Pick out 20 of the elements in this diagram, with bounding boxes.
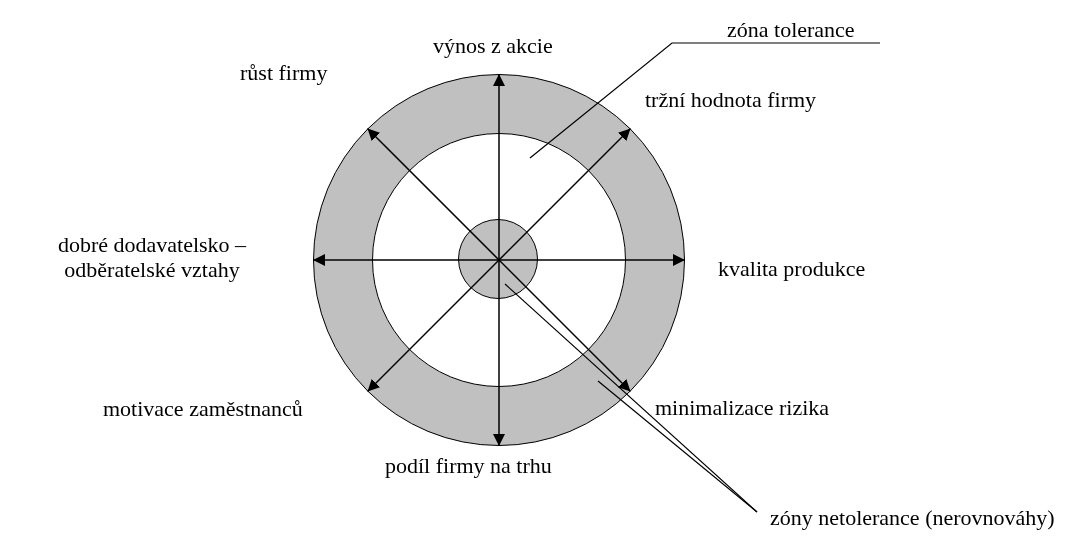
arrow xyxy=(312,254,500,266)
callout-label: zóna tolerance xyxy=(727,17,855,42)
factor-label: dobré dodavatelsko – odběratelské vztahy xyxy=(2,232,302,282)
factor-label: motivace zaměstnanců xyxy=(103,396,303,421)
factor-label: podíl firmy na trhu xyxy=(385,453,552,478)
arrow xyxy=(498,127,632,261)
arrow xyxy=(498,259,632,393)
factor-label: růst firmy xyxy=(240,60,328,85)
leader-line xyxy=(597,380,758,513)
callout-label: zóny netolerance (nerovnováhy) xyxy=(770,505,1055,530)
arrow xyxy=(366,127,500,261)
factor-label: minimalizace rizika xyxy=(655,395,830,420)
arrow xyxy=(493,73,505,261)
arrow xyxy=(498,254,686,266)
factor-label: výnos z akcie xyxy=(433,33,553,58)
factor-label: tržní hodnota firmy xyxy=(645,87,817,112)
leader-line xyxy=(529,42,881,159)
arrow xyxy=(366,259,500,393)
factor-label: kvalita produkce xyxy=(718,256,866,281)
arrow xyxy=(493,259,505,447)
